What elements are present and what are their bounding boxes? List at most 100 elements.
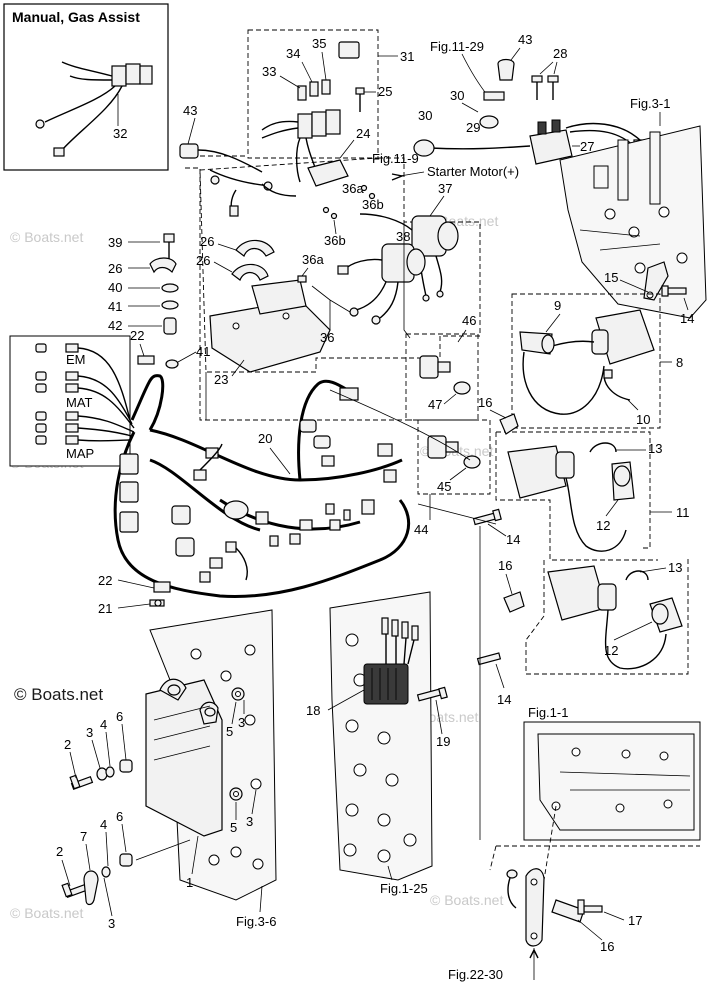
label-1: 1 [186, 875, 193, 890]
label-37: 37 [438, 181, 452, 196]
ignition-coil-lower: 13 12 [525, 556, 689, 675]
bracket-15: 15 14 [604, 261, 694, 326]
label-14-low: 14 [497, 692, 511, 707]
label-6-upper: 6 [116, 709, 123, 724]
watermark: © Boats.net [430, 892, 503, 908]
ecu-module-1: 1 [145, 678, 223, 890]
label-32: 32 [113, 126, 127, 141]
ref-fig-1-25: Fig.1-25 [380, 881, 428, 896]
sensor-map-label: MAP [66, 446, 94, 461]
label-3-upper-right: 3 [238, 715, 245, 730]
label-30-lower: 30 [418, 108, 432, 123]
ref-fig-3-6: Fig.3-6 [236, 914, 276, 929]
label-33: 33 [262, 64, 276, 79]
label-42: 42 [108, 318, 122, 333]
ref-starter-motor: Starter Motor(+) [427, 164, 519, 179]
sensor-44: 45 44 [414, 419, 491, 537]
label-6-lower: 6 [116, 809, 123, 824]
sensor-em-label: EM [66, 352, 86, 367]
ref-fig-1-1: Fig.1-1 [528, 705, 568, 720]
harness-upper: 43 [179, 103, 297, 217]
starter-relay-area: Fig.11-29 43 28 30 29 30 27 [413, 32, 649, 165]
label-12-low: 12 [604, 643, 618, 658]
label-19: 19 [436, 734, 450, 749]
ignition-coil-8: 8 9 10 [511, 293, 683, 429]
watermark: © Boats.net [10, 905, 83, 921]
relay-group: 31 33 34 35 [247, 29, 414, 185]
label-36a-lower: 36a [302, 252, 324, 267]
ref-fig-11-29: Fig.11-29 [430, 39, 484, 54]
label-12-mid: 12 [596, 518, 610, 533]
label-2-lower: 2 [56, 844, 63, 859]
plate-fig1-1: Fig.1-1 [523, 705, 701, 841]
label-16-top: 16 [478, 395, 492, 410]
label-36b-lower: 36b [324, 233, 346, 248]
ref-fig-3-1: Fig.3-1 [630, 96, 670, 111]
label-9: 9 [554, 298, 561, 313]
label-3-lower-left: 3 [108, 916, 115, 931]
label-10: 10 [636, 412, 650, 427]
label-41-left: 41 [108, 299, 122, 314]
label-23: 23 [214, 372, 228, 387]
label-17: 17 [628, 913, 642, 928]
label-5-upper: 5 [226, 724, 233, 739]
label-15: 15 [604, 270, 618, 285]
label-34: 34 [286, 46, 300, 61]
label-14-mid: 14 [506, 532, 520, 547]
label-7: 7 [80, 829, 87, 844]
label-11: 11 [676, 505, 690, 520]
fasteners-right: 14 14 16 16 [472, 395, 525, 707]
label-21: 21 [98, 601, 112, 616]
label-26-upper: 26 [200, 234, 214, 249]
ground-strap: 17 16 Fig.22-30 [448, 805, 700, 982]
label-3-upper-left: 3 [86, 725, 93, 740]
label-22-lower: 22 [98, 573, 112, 588]
label-41-upper: 41 [196, 344, 210, 359]
label-40: 40 [108, 280, 122, 295]
label-27: 27 [580, 139, 594, 154]
engine-block-fig3-1: Fig.3-1 [559, 96, 707, 319]
watermark: © Boats.net [10, 229, 83, 245]
clip-22-upper: 22 41 [130, 328, 210, 369]
label-3-lower-right: 3 [246, 814, 253, 829]
label-24: 24 [356, 126, 370, 141]
relays-37-38: 37 38 36a 36b 36b 36a 36 [297, 181, 459, 345]
label-13-low: 13 [668, 560, 682, 575]
label-14-top: 14 [680, 311, 694, 326]
label-29: 29 [466, 120, 480, 135]
label-25: 25 [378, 84, 392, 99]
label-35: 35 [312, 36, 326, 51]
left-fasteners: 39 26 40 41 42 [108, 233, 179, 335]
label-31: 31 [400, 49, 414, 64]
label-4-upper: 4 [100, 717, 107, 732]
connector-lines [205, 222, 497, 840]
label-16-low: 16 [600, 939, 614, 954]
ignition-coil-11: 11 13 12 [495, 431, 690, 561]
rectifier-18: 18 19 [306, 617, 450, 749]
label-20: 20 [258, 431, 272, 446]
bracket-23: 23 26 26 [196, 234, 331, 387]
label-28: 28 [553, 46, 567, 61]
ref-fig-22-30: Fig.22-30 [448, 967, 503, 982]
label-4-lower: 4 [100, 817, 107, 832]
inset-title: Manual, Gas Assist [12, 9, 140, 25]
label-39: 39 [108, 235, 122, 250]
sensor-mat-label: MAT [66, 395, 93, 410]
inset-manual-gas-assist: Manual, Gas Assist 32 [3, 3, 169, 171]
label-47: 47 [428, 397, 442, 412]
label-30-upper: 30 [450, 88, 464, 103]
label-44: 44 [414, 522, 428, 537]
clip-21-22: 22 21 [98, 573, 171, 616]
label-8: 8 [676, 355, 683, 370]
label-22-upper: 22 [130, 328, 144, 343]
wiring-harness-20: 20 [113, 374, 411, 599]
label-13-mid: 13 [648, 441, 662, 456]
sensor-46: 46 47 [405, 313, 479, 421]
label-26-left: 26 [108, 261, 122, 276]
ecu-fasteners: 2 3 4 6 5 3 5 3 2 7 4 6 3 [56, 687, 257, 931]
label-46: 46 [462, 313, 476, 328]
label-45: 45 [437, 479, 451, 494]
watermark-main: © Boats.net [14, 685, 103, 704]
label-38: 38 [396, 229, 410, 244]
